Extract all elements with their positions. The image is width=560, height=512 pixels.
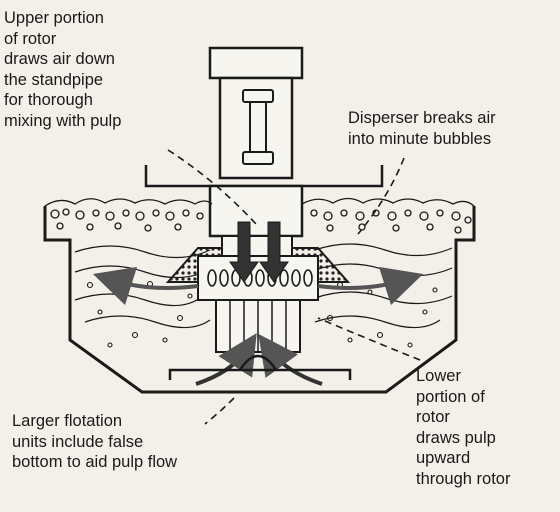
standpipe — [208, 184, 304, 238]
false-bottom-label: Larger flotation units include false bot… — [12, 412, 178, 471]
upper-rotor-label: Upper portion of rotor draws air down th… — [4, 9, 122, 130]
lower-rotor-label: Lower portion of rotor draws pulp upward… — [416, 367, 511, 488]
leader-lines — [167, 149, 421, 425]
outflow-arrows — [92, 266, 424, 306]
air-down-arrows — [229, 221, 289, 283]
false-bottom — [168, 354, 352, 380]
disperser-label: Disperser breaks air into minute bubbles — [348, 109, 496, 148]
pulp-flow-lines — [74, 243, 453, 329]
froth-layer — [44, 197, 475, 234]
flotation-tank — [43, 206, 476, 394]
motor-mount — [208, 46, 304, 180]
